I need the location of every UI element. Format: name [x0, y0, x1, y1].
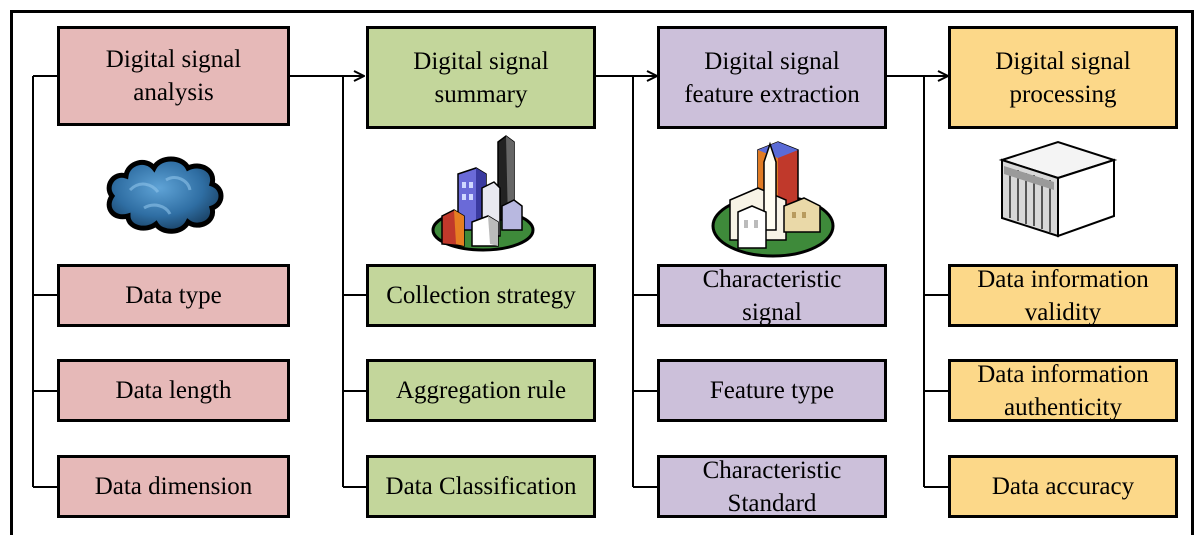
item-label: Characteristic	[702, 265, 842, 293]
campus-buildings-icon	[711, 141, 835, 258]
item-data-information-authenticity: Data information authenticity	[948, 359, 1178, 422]
item-label: Data accuracy	[991, 473, 1135, 500]
item-feature-type: Feature type	[657, 359, 887, 422]
item-label: Data type	[125, 282, 222, 309]
city-buildings-icon	[431, 135, 535, 252]
header-line: feature extraction	[684, 80, 860, 108]
item-label: Data Classification	[385, 473, 577, 500]
header-line: Digital signal	[704, 47, 840, 75]
item-label: validity	[1024, 298, 1102, 326]
header-box-feature-extraction: Digital signal feature extraction	[657, 26, 887, 129]
header-box-analysis: Digital signal analysis	[57, 26, 290, 126]
item-label: Data length	[115, 377, 232, 404]
item-label: signal	[742, 298, 802, 326]
header-line: Digital signal	[105, 46, 242, 73]
header-line: Digital signal	[995, 47, 1131, 75]
item-data-length: Data length	[57, 359, 290, 422]
header-line: processing	[1009, 80, 1117, 108]
item-label: Collection strategy	[386, 282, 576, 309]
header-line: analysis	[133, 79, 214, 106]
item-label: Aggregation rule	[395, 377, 567, 404]
cloud-icon	[106, 156, 224, 234]
item-data-dimension: Data dimension	[57, 455, 290, 518]
item-characteristic-signal: Characteristic signal	[657, 264, 887, 327]
diagram-frame	[10, 10, 1194, 535]
item-label: Data dimension	[94, 473, 253, 500]
item-label: Data information	[977, 265, 1149, 293]
item-label: Characteristic	[702, 456, 842, 484]
item-data-information-validity: Data information validity	[948, 264, 1178, 327]
header-line: summary	[434, 80, 528, 108]
item-data-type: Data type	[57, 264, 290, 327]
item-label: Data information	[977, 360, 1149, 388]
mainframe-server-icon	[998, 140, 1118, 238]
item-data-classification: Data Classification	[366, 455, 596, 518]
item-data-accuracy: Data accuracy	[948, 455, 1178, 518]
item-label: Feature type	[709, 377, 835, 404]
header-line: Digital signal	[413, 47, 549, 75]
header-box-summary: Digital signal summary	[366, 26, 596, 129]
header-box-processing: Digital signal processing	[948, 26, 1178, 129]
item-label: authenticity	[1003, 393, 1122, 421]
item-label: Standard	[727, 489, 817, 517]
item-collection-strategy: Collection strategy	[366, 264, 596, 327]
item-aggregation-rule: Aggregation rule	[366, 359, 596, 422]
